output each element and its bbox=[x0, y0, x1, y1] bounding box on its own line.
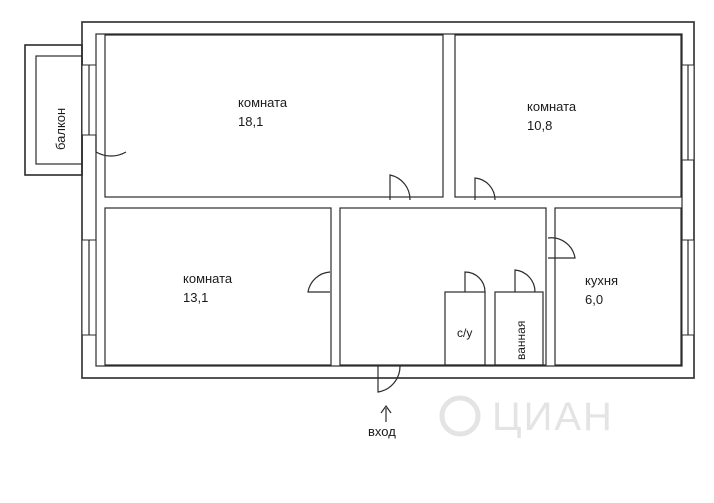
room-3-outline bbox=[104, 207, 332, 366]
doors bbox=[95, 135, 576, 393]
door-room-2 bbox=[474, 177, 496, 201]
room-2-outline bbox=[454, 34, 682, 198]
room-2-label: комната bbox=[527, 99, 577, 114]
watermark: ЦИАН bbox=[439, 395, 614, 439]
balcony: балкон bbox=[24, 44, 83, 176]
wc-label: с/у bbox=[457, 326, 472, 340]
windows bbox=[81, 64, 695, 336]
door-wc bbox=[464, 271, 486, 293]
door-room-1 bbox=[389, 174, 411, 201]
balcony-label: балкон bbox=[53, 108, 68, 150]
room-outlines bbox=[104, 34, 682, 366]
hallway-outline bbox=[339, 207, 547, 366]
kitchen-outline bbox=[554, 207, 682, 366]
entrance-arrow-icon bbox=[380, 404, 392, 422]
door-kitchen bbox=[547, 237, 576, 259]
room-3-area: 13,1 bbox=[183, 290, 208, 305]
outer-walls bbox=[81, 21, 695, 379]
entrance-label: вход bbox=[368, 424, 396, 439]
outer-wall-inner-edge bbox=[95, 33, 683, 367]
door-bathroom bbox=[514, 269, 536, 293]
kitchen-area: 6,0 bbox=[585, 292, 603, 307]
room-3-label: комната bbox=[183, 271, 233, 286]
room-2-area: 10,8 bbox=[527, 118, 552, 133]
room-1-outline bbox=[104, 34, 444, 198]
room-1-area: 18,1 bbox=[238, 114, 263, 129]
room-1-label: комната bbox=[238, 95, 288, 110]
bathroom-outline bbox=[494, 291, 544, 366]
watermark-logo-icon bbox=[439, 395, 481, 437]
door-entrance bbox=[377, 365, 401, 393]
bathroom-label: ванная bbox=[514, 321, 528, 360]
door-balcony bbox=[95, 135, 127, 157]
kitchen-label: кухня bbox=[585, 273, 618, 288]
watermark-text: ЦИАН bbox=[492, 395, 614, 439]
outer-wall-outer-edge bbox=[81, 21, 695, 379]
door-room-3 bbox=[307, 271, 331, 293]
